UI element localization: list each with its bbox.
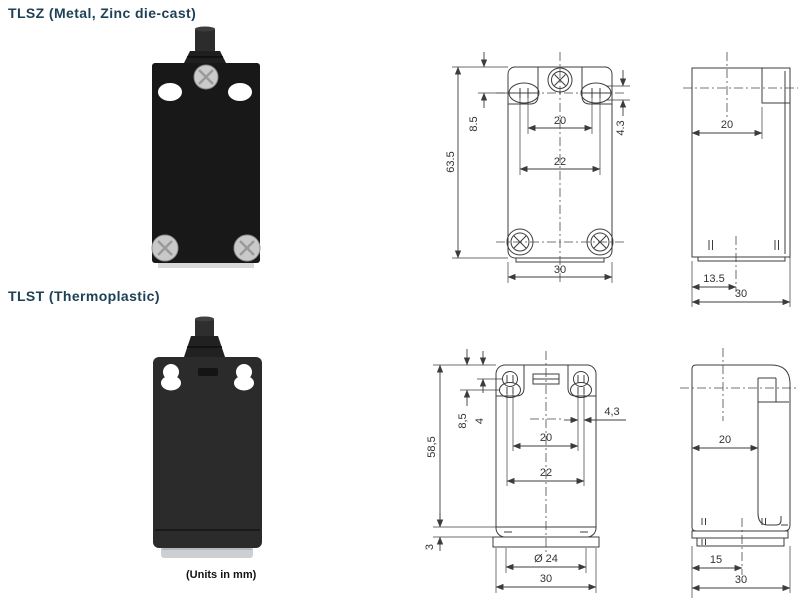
dim-tlst-base-offset: 15	[710, 554, 722, 566]
dim-tlst-hole-offset: 8,5	[457, 413, 469, 428]
tlsz-front-drawing: 63.5 8.5 4.3 20 22 30	[445, 52, 630, 284]
tlst-front-centerlines	[530, 351, 562, 555]
tlst-side-drawing: 20 15 30	[680, 348, 798, 598]
dim-tlsz-hole-spacing: 20	[554, 115, 566, 127]
tlsz-section-title: TLSZ (Metal, Zinc die-cast)	[8, 5, 197, 21]
tlst-base-ring	[161, 548, 253, 558]
tlsz-side-outline	[691, 67, 791, 262]
tlst-product-photo	[153, 316, 262, 558]
tlsz-side-drawing: 20 13.5 30	[683, 52, 798, 307]
dim-tlsz-slot-width: 4.3	[615, 120, 627, 135]
dim-tlsz-overall-height: 63.5	[445, 151, 457, 172]
tlsz-bottom-screws-icon	[151, 234, 261, 262]
tlsz-plunger	[184, 26, 226, 63]
dim-tlst-depth: 30	[735, 574, 747, 586]
tlsz-base-strip	[158, 263, 254, 268]
tlsz-mount-hole-left	[158, 83, 182, 101]
tlst-mount-hole-left	[161, 364, 181, 391]
dim-tlsz-base-offset: 13.5	[703, 273, 724, 285]
tlst-body	[153, 357, 262, 548]
tlst-top-slot	[198, 368, 218, 376]
tlsz-product-photo	[151, 26, 261, 268]
units-note: (Units in mm)	[186, 569, 257, 581]
tlsz-top-screw-icon	[193, 64, 219, 90]
tlst-side-outline	[691, 364, 791, 547]
tlsz-side-centerlines	[683, 52, 798, 292]
dim-tlst-width: 30	[540, 573, 552, 585]
dim-tlst-top-depth: 20	[719, 434, 731, 446]
dim-tlst-plunger-diameter: Ø 24	[534, 553, 558, 565]
dim-tlst-slot-spacing: 22	[540, 467, 552, 479]
dim-tlst-slot-offset: 4	[474, 418, 486, 424]
tlst-side-dimensions: 20 15 30	[691, 434, 791, 598]
dim-tlst-slot-width: 4,3	[604, 406, 619, 418]
dim-tlsz-width: 30	[554, 264, 566, 276]
tlst-plunger	[184, 316, 225, 357]
tlsz-front-dimensions: 63.5 8.5 4.3 20 22 30	[445, 52, 630, 283]
dim-tlst-overall-height: 58,5	[426, 436, 438, 457]
dim-tlst-base-height: 3	[424, 544, 436, 550]
tlsz-body	[152, 63, 260, 263]
tlsz-mount-hole-right	[228, 83, 252, 101]
tlst-front-drawing: 58,5 8,5 4 4,3 20 22 3 Ø 24	[424, 349, 626, 593]
dim-tlsz-depth: 30	[735, 288, 747, 300]
dim-tlst-hole-spacing: 20	[540, 432, 552, 444]
dim-tlsz-top-depth: 20	[721, 119, 733, 131]
tlst-side-centerlines	[680, 348, 798, 575]
tlsz-side-dimensions: 20 13.5 30	[691, 107, 791, 307]
dim-tlsz-slot-spacing: 22	[554, 156, 566, 168]
tlst-front-dimensions: 58,5 8,5 4 4,3 20 22 3 Ø 24	[424, 349, 626, 593]
dim-tlsz-hole-offset: 8.5	[468, 116, 480, 131]
tlst-mount-hole-right	[234, 364, 254, 391]
tlst-section-title: TLST (Thermoplastic)	[8, 288, 160, 304]
